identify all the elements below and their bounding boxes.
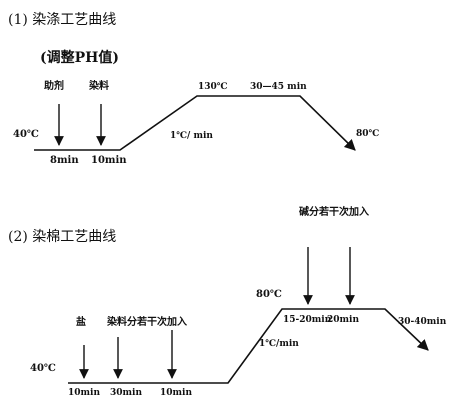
ph-adjust-note: (调整PH值) [40,50,120,66]
dyeing-peak-temp: 130℃ [198,82,228,92]
dyeing-ramp-rate: 1℃/ min [170,131,213,141]
cotton-time-2: 30min [110,388,143,398]
dyeing-start-temp: 40℃ [13,129,39,140]
cotton-hold-time-2: 20min [327,315,360,325]
cotton-hold-time-1: 15-20min [283,315,332,325]
dyeing-time-1: 8min [50,155,79,166]
salt-label: 盐 [76,317,86,328]
dyeing-end-temp: 80℃ [356,129,380,139]
cotton-start-temp: 40℃ [30,363,56,374]
dyeing-temperature-curve [34,95,356,151]
cotton-ramp-rate: 1℃/min [259,339,299,349]
dyeing-time-2: 10min [91,155,127,166]
cotton-time-3: 10min [160,388,193,398]
cotton-curve-title: (2) 染棉工艺曲线 [8,229,117,245]
dyeing-curve-title: (1) 染涤工艺曲线 [8,12,117,28]
cotton-temperature-curve [68,308,429,384]
alkali-batches-label: 碱分若干次加入 [299,207,369,218]
dye-batches-label: 染料分若干次加入 [107,317,187,328]
auxiliary-label: 助剂 [44,81,64,92]
dye-label: 染料 [89,81,109,92]
cotton-time-1: 10min [68,388,101,398]
dyeing-hold-time: 30—45 min [250,82,307,92]
cotton-hold-temp: 80℃ [256,289,282,300]
cotton-tail-time: 30-40min [398,317,447,327]
